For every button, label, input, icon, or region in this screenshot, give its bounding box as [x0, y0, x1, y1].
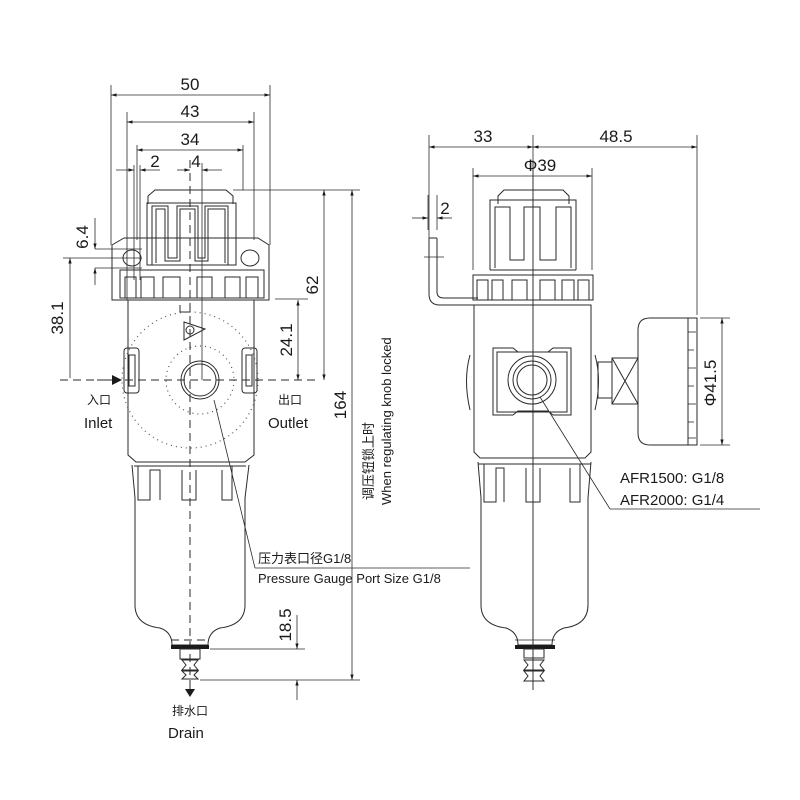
gauge-port-label-en: Pressure Gauge Port Size G1/8 — [258, 571, 441, 586]
port-size-callout: AFR1500: G1/8 AFR2000: G1/4 — [539, 396, 760, 510]
dim-bracket-height: 6.4 — [73, 218, 97, 285]
dim-label-38-1: 38.1 — [48, 301, 67, 334]
dim-label-phi-39: Φ39 — [524, 156, 556, 175]
filter-bowl — [131, 464, 250, 649]
dim-label-2-side: 2 — [440, 199, 449, 218]
outlet-label-en: Outlet — [268, 415, 309, 432]
dim-label-164: 164 — [331, 391, 350, 419]
dim-center-to-gauge: 48.5 — [533, 127, 698, 315]
mounting-bracket — [63, 237, 270, 301]
pressure-gauge — [597, 317, 698, 446]
dim-label-24-1: 24.1 — [277, 323, 296, 356]
inlet-arrow — [97, 375, 122, 385]
outlet-label-cn: 出口 — [278, 393, 302, 407]
drain-arrow-icon — [185, 689, 195, 697]
dim-ring-to-port: 24.1 — [277, 300, 300, 380]
dim-overall-width: 50 — [110, 75, 271, 245]
inlet-label-cn: 入口 — [87, 393, 111, 407]
gauge-port-label-cn: 压力表口径G1/8 — [258, 551, 351, 566]
dim-label-34: 34 — [181, 130, 200, 149]
dim-overall-height: 164 — [200, 190, 360, 681]
dim-knob-to-port: 62 — [303, 190, 326, 380]
filter-bowl-side — [477, 461, 592, 682]
drain-label-en: Drain — [168, 725, 204, 742]
dim-bracket-to-port: 38.1 — [48, 258, 72, 378]
port-label-afr2000: AFR2000: G1/4 — [620, 492, 724, 509]
gauge-scale-ticks — [688, 331, 696, 439]
drain-label-cn: 排水口 — [172, 704, 208, 718]
dim-gauge-diameter: Φ41.5 — [700, 317, 730, 446]
port-label-afr1500: AFR1500: G1/8 — [620, 470, 724, 487]
dim-knob-width: 34 — [136, 130, 244, 240]
dim-bracket-thickness: 2 — [412, 195, 452, 230]
dim-label-4: 4 — [191, 152, 200, 171]
gauge-port-callout: 压力表口径G1/8 Pressure Gauge Port Size G1/8 — [213, 399, 470, 586]
regulating-knob — [146, 189, 237, 266]
dim-label-phi-41-5: Φ41.5 — [701, 360, 720, 407]
dim-offsets: 2 4 — [116, 152, 222, 380]
dim-label-2: 2 — [150, 152, 159, 171]
dim-label-33: 33 — [474, 127, 493, 146]
front-view: 50 43 34 2 4 — [48, 75, 470, 742]
dim-label-43: 43 — [181, 102, 200, 121]
dim-drain-height: 18.5 — [210, 608, 305, 700]
dim-label-62: 62 — [303, 276, 322, 295]
dim-label-50: 50 — [181, 75, 200, 94]
bracket-side-view — [428, 237, 478, 306]
side-view: 33 48.5 Φ39 2 — [412, 127, 760, 690]
dim-label-6-4: 6.4 — [73, 225, 92, 249]
drain-valve — [179, 648, 201, 697]
dim-label-48-5: 48.5 — [599, 127, 632, 146]
locked-note-en: When regulating knob locked — [379, 337, 394, 505]
dim-body-width: 43 — [126, 102, 255, 300]
locking-ring — [119, 269, 265, 299]
dim-label-18-5: 18.5 — [276, 608, 295, 641]
dim-knob-diameter: Φ39 — [472, 156, 593, 270]
locked-note-cn: 调压钮锁上时 — [361, 422, 376, 500]
inlet-label-en: Inlet — [84, 415, 113, 432]
regulator-body-side — [466, 304, 599, 459]
